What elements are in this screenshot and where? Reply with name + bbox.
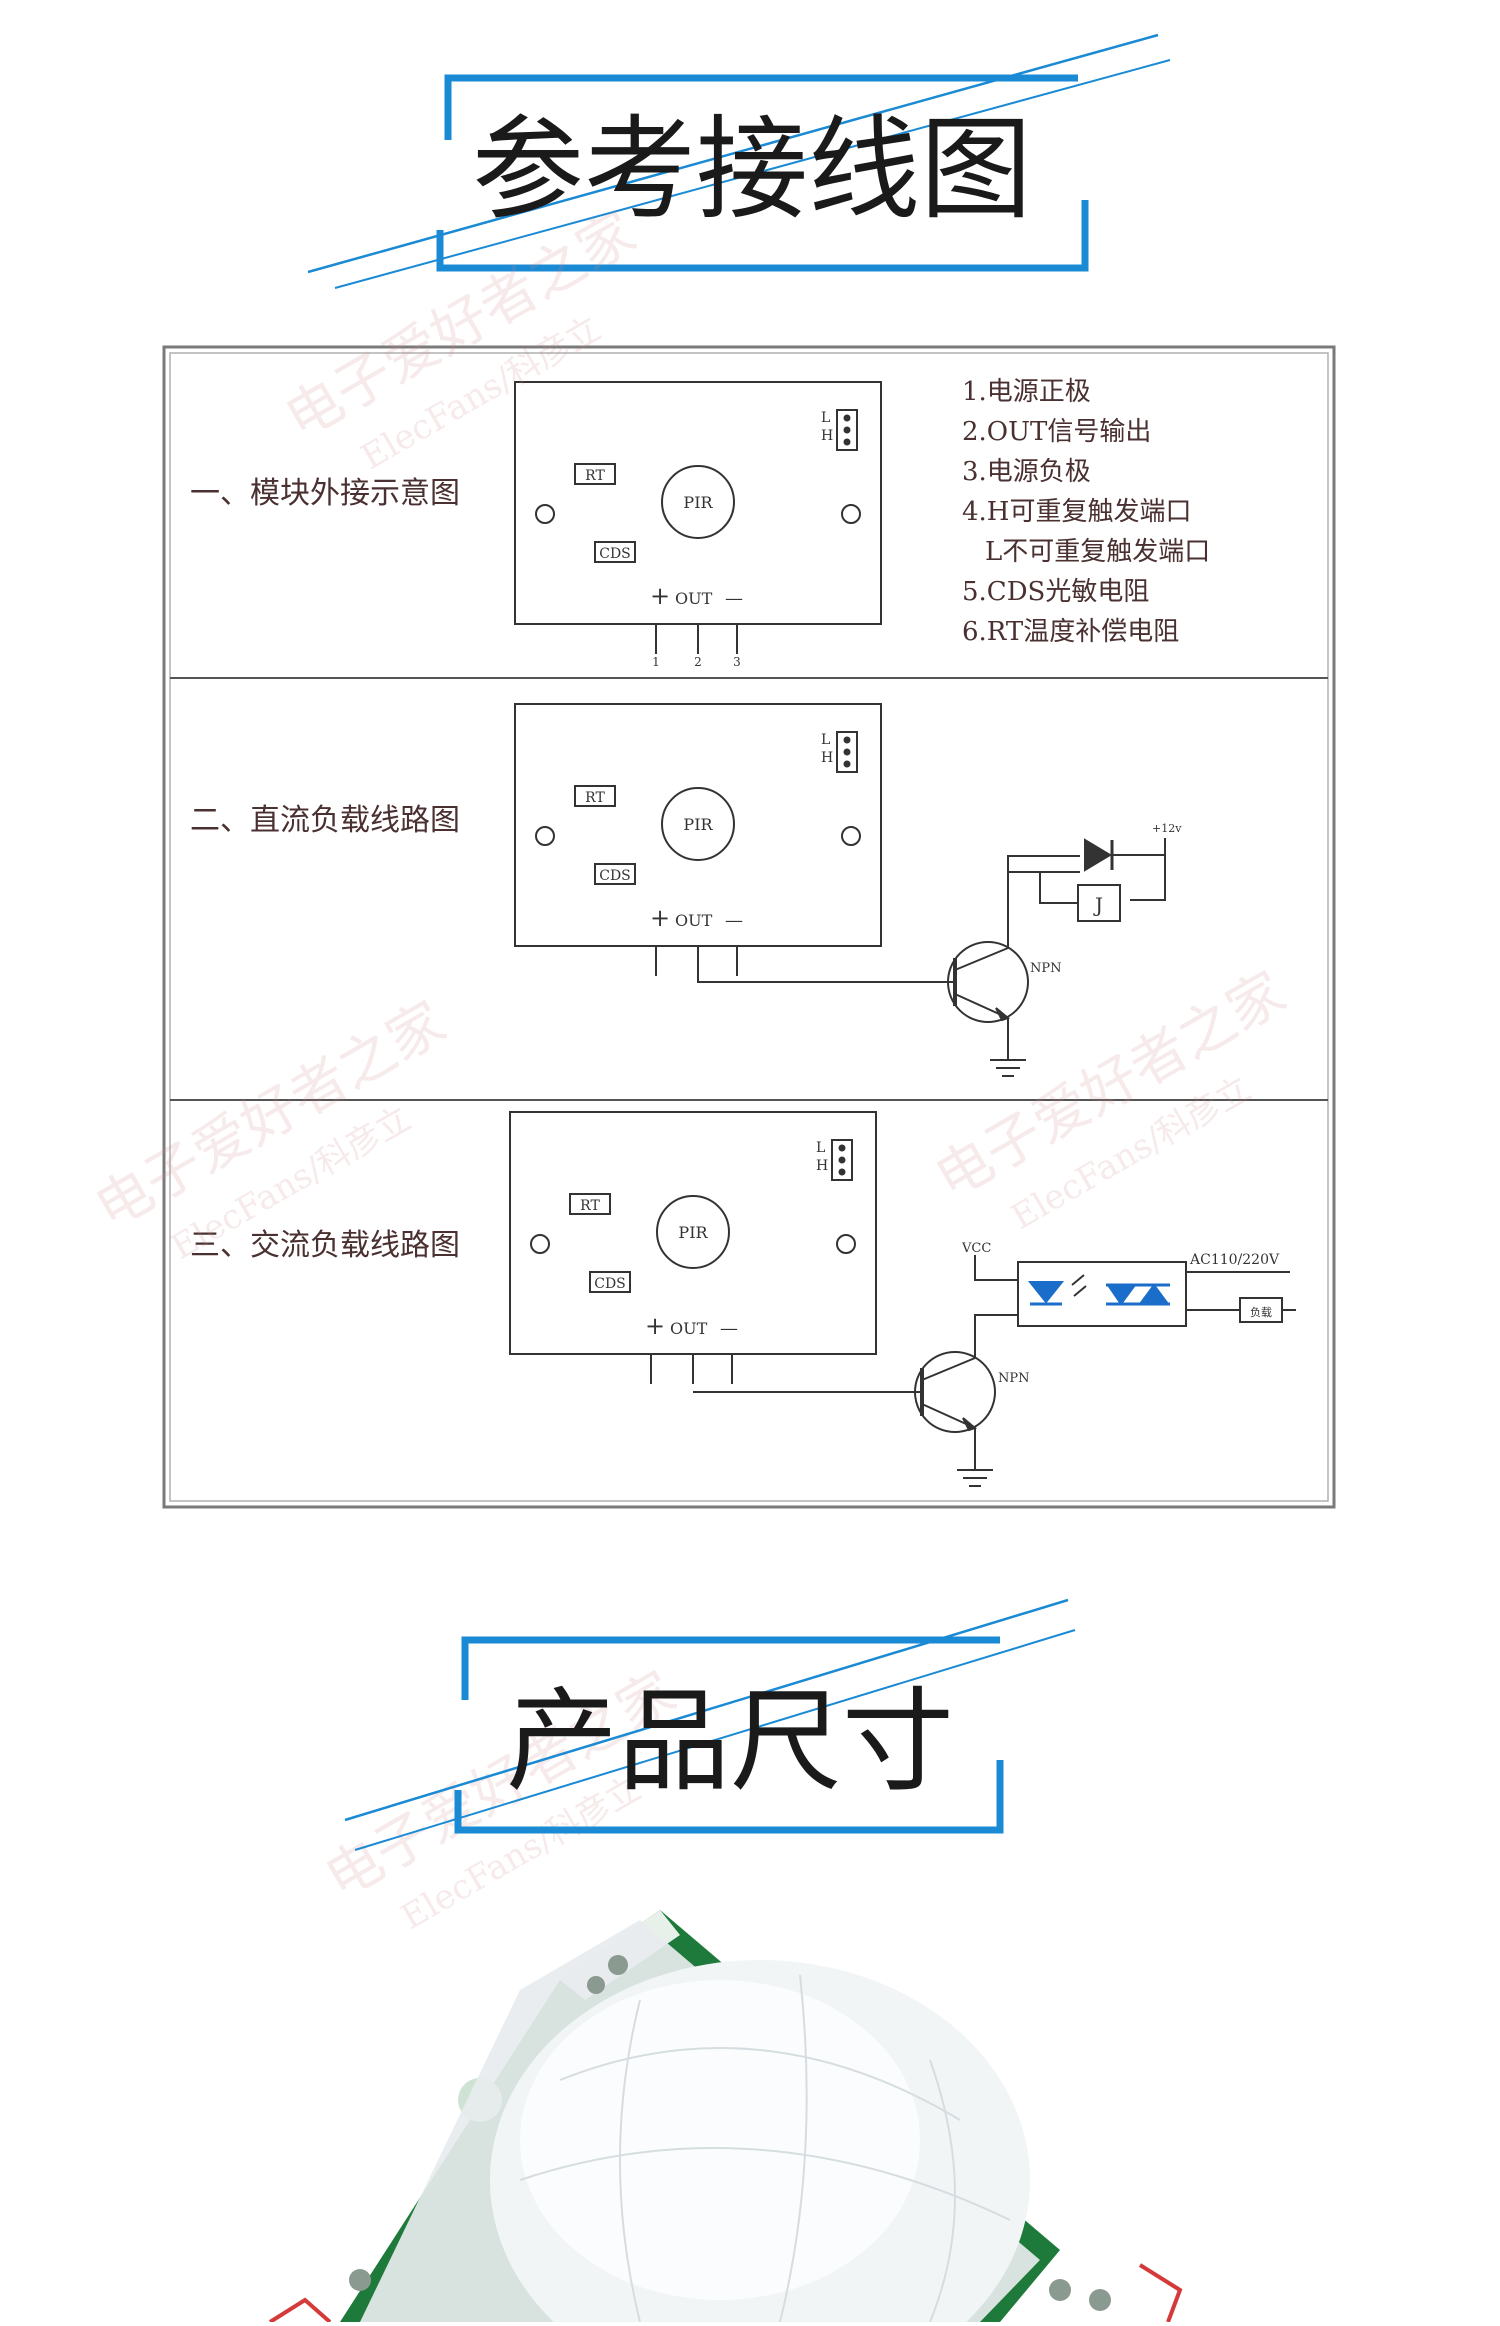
- svg-text:OUT: OUT: [670, 1319, 708, 1338]
- svg-text:+12v: +12v: [1152, 822, 1182, 835]
- header-frame-top: [444, 74, 1078, 140]
- svg-text:2.OUT信号输出: 2.OUT信号输出: [962, 417, 1151, 447]
- pir-sensor: [661, 787, 735, 861]
- header-deco-line: [354, 1629, 1076, 1851]
- diagram-inner-frame: [169, 352, 1329, 1502]
- svg-text:H: H: [821, 750, 833, 766]
- header-frame-top: [461, 1636, 1000, 1700]
- svg-text:OUT: OUT: [675, 911, 713, 930]
- svg-text:2: 2: [694, 655, 702, 669]
- section-label-dc: 二、直流负载线路图: [190, 803, 460, 838]
- section-label-external: 一、模块外接示意图: [190, 476, 460, 511]
- svg-text:RT: RT: [585, 468, 605, 484]
- svg-text:6.RT温度补偿电阻: 6.RT温度补偿电阻: [962, 617, 1179, 647]
- svg-text:CDS: CDS: [599, 868, 631, 884]
- svg-text:VCC: VCC: [961, 1241, 991, 1256]
- svg-text:AC110/220V: AC110/220V: [1189, 1252, 1280, 1268]
- svg-text:L: L: [816, 1140, 825, 1156]
- svg-text:PIR: PIR: [683, 815, 713, 834]
- jumper-header: [836, 409, 858, 451]
- cds-component: [594, 541, 636, 563]
- header-title: 参考接线图: [472, 105, 1032, 235]
- mount-hole: [841, 504, 861, 524]
- dimension-line: [268, 2297, 332, 2324]
- npn-transistor: [947, 941, 1029, 1023]
- rt-component: [574, 463, 616, 485]
- pir-sensor: [661, 465, 735, 539]
- svg-text:+: +: [650, 582, 670, 610]
- optocoupler-ssr: [1017, 1261, 1187, 1327]
- svg-text:L: L: [821, 410, 830, 426]
- npn-transistor: [914, 1351, 996, 1433]
- svg-text:H: H: [821, 428, 833, 444]
- pin-legend: 1.电源正极 2.OUT信号输出 3.电源负极 4.H可重复触发端口 L不可重复…: [962, 377, 1210, 647]
- svg-text:4.H可重复触发端口: 4.H可重复触发端口: [962, 497, 1191, 527]
- dimension-line: [1138, 2263, 1183, 2323]
- mount-hole: [535, 504, 555, 524]
- svg-text:H: H: [816, 1158, 828, 1174]
- header-banner-dimensions: 产品尺寸: [344, 1598, 1076, 1851]
- svg-text:3: 3: [733, 655, 741, 669]
- header-frame-bottom: [436, 200, 1089, 272]
- header-title: 产品尺寸: [506, 1677, 954, 1807]
- svg-text:负载: 负载: [1250, 1305, 1272, 1319]
- module-board: PIR RT CDS L H + OUT — 1 2 3: [514, 381, 882, 669]
- svg-text:—: —: [725, 910, 743, 931]
- svg-text:L不可重复触发端口: L不可重复触发端口: [985, 537, 1210, 567]
- led-icon: [1027, 1281, 1065, 1304]
- svg-text:J: J: [1093, 893, 1103, 917]
- section-label-ac: 三、交流负载线路图: [190, 1228, 460, 1263]
- svg-text:RT: RT: [585, 790, 605, 806]
- svg-text:+: +: [650, 904, 670, 932]
- pir-label: PIR: [683, 493, 713, 512]
- svg-text:PIR: PIR: [678, 1223, 708, 1242]
- module-board: PIR RT CDS L H + OUT —: [514, 703, 882, 976]
- svg-text:NPN: NPN: [998, 1371, 1030, 1386]
- header-deco-line: [334, 59, 1171, 289]
- svg-text:OUT: OUT: [675, 589, 713, 608]
- wiring-diagram: 一、模块外接示意图 二、直流负载线路图 三、交流负载线路图 PIR RT CDS…: [162, 345, 1336, 1509]
- module-board: PIR RT CDS L H + OUT —: [509, 1111, 877, 1384]
- relay-coil: [1077, 884, 1121, 922]
- svg-text:5.CDS光敏电阻: 5.CDS光敏电阻: [962, 577, 1149, 607]
- pir-sensor: [656, 1195, 730, 1269]
- header-banner-wiring: 参考接线图: [307, 33, 1171, 289]
- header-frame-bottom: [454, 1760, 1004, 1834]
- svg-text:CDS: CDS: [599, 546, 631, 562]
- svg-text:1.电源正极: 1.电源正极: [962, 377, 1091, 407]
- product-photo-pir-module: [268, 1910, 1183, 2326]
- svg-text:1: 1: [652, 655, 660, 669]
- svg-text:—: —: [725, 588, 743, 609]
- svg-text:+: +: [645, 1312, 665, 1340]
- svg-text:NPN: NPN: [1030, 961, 1062, 976]
- svg-text:—: —: [720, 1318, 738, 1339]
- diode-icon: [1084, 838, 1112, 872]
- svg-text:L: L: [821, 732, 830, 748]
- svg-text:RT: RT: [580, 1198, 600, 1214]
- ac-load-circuit: [693, 1255, 1296, 1487]
- svg-text:CDS: CDS: [594, 1276, 626, 1292]
- dc-load-circuit: [697, 838, 1166, 1077]
- svg-text:3.电源负极: 3.电源负极: [962, 457, 1091, 487]
